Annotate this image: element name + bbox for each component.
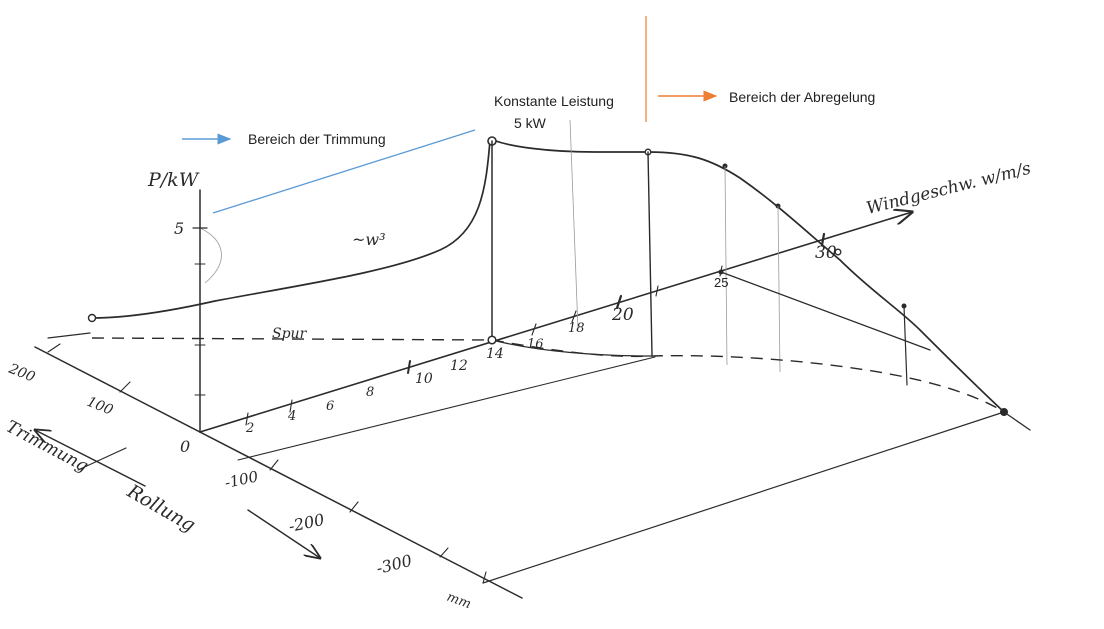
wind-tick-16 bbox=[531, 323, 537, 336]
roll-tick-100 bbox=[269, 459, 279, 471]
power-axis-sketch-guide bbox=[199, 227, 222, 284]
wind-tick-label-25: 25 bbox=[714, 275, 728, 290]
roll-tick-label-300: -300 bbox=[374, 551, 413, 578]
wind-tick-label-12: 12 bbox=[450, 358, 468, 374]
trim-tick-label-200: 200 bbox=[6, 360, 38, 385]
trim-region-label: Bereich der Trimmung bbox=[248, 131, 386, 147]
curve-start-point bbox=[87, 313, 97, 323]
drop-line-b bbox=[777, 205, 781, 373]
wind-tick-20 bbox=[615, 294, 623, 310]
trim-axis-label: Trimmung bbox=[3, 417, 92, 477]
drop-line-d bbox=[903, 305, 908, 386]
track-line bbox=[91, 337, 493, 341]
wind-tick-30 bbox=[820, 232, 826, 247]
trim-tick-100 bbox=[119, 381, 131, 393]
roll-tick-200 bbox=[349, 501, 359, 513]
wind-tick-4 bbox=[289, 399, 293, 413]
track-label: Spur bbox=[272, 326, 308, 342]
trim-tick-label-100: 100 bbox=[85, 394, 116, 419]
wind-axis-label: Windgeschw. w/m/s bbox=[864, 159, 1033, 219]
trim-arrow bbox=[35, 430, 146, 487]
power-tick-5-label: 5 bbox=[174, 219, 184, 238]
power-curve bbox=[91, 139, 1005, 413]
power-axis-label: P/kW bbox=[147, 169, 200, 191]
wind-tick-label-18: 18 bbox=[568, 321, 585, 336]
trim-divider bbox=[77, 447, 127, 471]
wind-axis bbox=[199, 212, 912, 433]
trim-tick-200 bbox=[47, 343, 61, 353]
diag-line-25 bbox=[720, 271, 931, 351]
base-edge-back bbox=[47, 332, 91, 339]
drop-line-a bbox=[724, 165, 728, 366]
wind-axis-ticks bbox=[245, 232, 826, 426]
wind-tick-label-20: 20 bbox=[611, 305, 634, 325]
drop-line-plateau bbox=[647, 151, 653, 356]
roll-arrow bbox=[247, 509, 320, 558]
wind-tick-10 bbox=[407, 360, 411, 374]
roll-tick-label-100: -100 bbox=[223, 467, 260, 492]
wind-tick-label-10: 10 bbox=[415, 371, 433, 387]
wind-tick-label-14: 14 bbox=[486, 346, 504, 362]
guide-line-a bbox=[569, 119, 579, 331]
wind-tick-22 bbox=[655, 285, 659, 297]
wind-tick-label-4: 4 bbox=[287, 409, 296, 424]
wind-tick-label-16: 16 bbox=[527, 337, 544, 352]
wind-tick-2 bbox=[245, 412, 249, 426]
track-origin-point bbox=[487, 335, 497, 345]
roll-axis-label: Rollung bbox=[123, 480, 199, 537]
cubic-curve-label: ~w³ bbox=[352, 230, 386, 249]
base-edge-mid bbox=[237, 356, 656, 461]
constant-power-value: 5 kW bbox=[514, 115, 547, 131]
base-edge-right bbox=[1003, 411, 1031, 431]
roll-tick-300 bbox=[439, 547, 449, 558]
constant-power-label: Konstante Leistung bbox=[494, 93, 614, 109]
origin-label: 0 bbox=[180, 437, 190, 456]
curve-decline-point-c bbox=[834, 248, 842, 256]
track-curve-base bbox=[491, 339, 1005, 413]
wind-tick-label-2: 2 bbox=[245, 421, 254, 436]
wind-tick-label-8: 8 bbox=[366, 385, 374, 400]
base-edge-front bbox=[482, 411, 1005, 584]
wind-axis-extension bbox=[34, 346, 523, 599]
trim-region-pointer bbox=[212, 129, 476, 214]
wind-tick-label-6: 6 bbox=[326, 399, 334, 414]
wind-tick-18 bbox=[571, 310, 577, 323]
roll-tick-label-200: -200 bbox=[287, 510, 326, 536]
wind-tick-label-30: 30 bbox=[815, 243, 837, 263]
unit-mm-label: mm bbox=[445, 590, 473, 613]
limit-region-label: Bereich der Abregelung bbox=[729, 89, 875, 105]
roll-tick-front bbox=[482, 571, 487, 584]
track-curve-solid bbox=[491, 339, 653, 357]
